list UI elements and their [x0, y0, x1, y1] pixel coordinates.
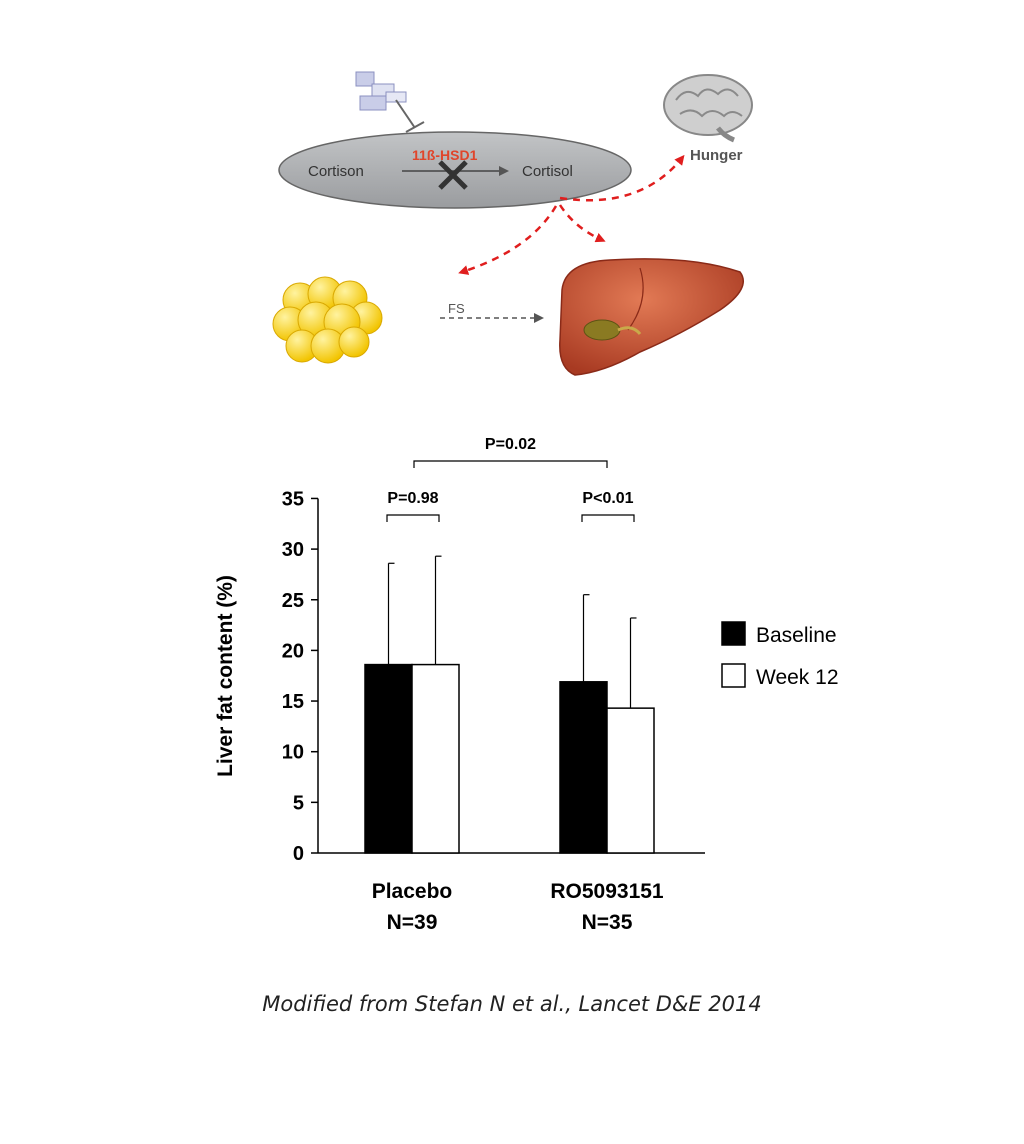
substrate-label: Cortison: [308, 163, 364, 180]
bar-baseline: [364, 663, 413, 854]
y-tick-label: 15: [282, 691, 304, 713]
y-tick-label: 5: [293, 792, 304, 814]
significance-bracket: [581, 514, 635, 522]
bar-chart: 0 5 10 15 20 25 30 35 P=0.98 P<0.01 P=0.02 Liver …: [214, 436, 839, 934]
legend-swatch: [721, 621, 746, 646]
y-tick-label: 0: [293, 843, 304, 865]
effect-arrow-liver: [558, 204, 606, 243]
p-value-label: P<0.01: [582, 490, 633, 507]
enzyme-label: 11ß-HSD1: [412, 147, 478, 163]
y-tick-label: 25: [282, 590, 304, 612]
y-tick-label: 20: [282, 640, 304, 662]
y-axis-label: Liver fat content (%): [214, 575, 237, 777]
liver-icon: [559, 258, 744, 376]
block-cross-icon: [438, 160, 468, 190]
category-label: RO5093151: [550, 880, 664, 903]
category-sublabel: N=35: [582, 911, 633, 934]
bar-week-12: [606, 707, 655, 854]
source-caption: Modified from Stefan N et al., Lancet D&…: [262, 992, 762, 1016]
fs-label: FS: [448, 301, 465, 316]
significance-bracket: [413, 460, 608, 468]
bar-baseline: [559, 681, 608, 854]
y-tick-label: 10: [282, 742, 304, 764]
error-bars: [387, 555, 637, 709]
mechanism-diagram: Cortison Cortisol 11ß-HSD1 Hunger: [272, 71, 753, 376]
effect-arrow-fat: [458, 205, 558, 275]
legend-label: Baseline: [756, 624, 837, 647]
brain-icon: [663, 74, 753, 143]
category-label: Placebo: [372, 880, 453, 903]
hunger-label: Hunger: [690, 147, 743, 164]
legend-swatch: [721, 663, 746, 688]
legend-label: Week 12: [756, 666, 839, 689]
p-value-label: P=0.02: [485, 436, 536, 453]
bar-week-12: [411, 663, 460, 854]
p-value-label: P=0.98: [387, 490, 438, 507]
y-tick-label: 30: [282, 539, 304, 561]
y-tick-label: 35: [282, 488, 304, 510]
significance-bracket: [386, 514, 440, 522]
product-label: Cortisol: [522, 163, 573, 180]
inhibitor-drug-icon: [355, 71, 425, 133]
fat-cells-icon: [272, 276, 383, 364]
significance-annotations: P=0.98 P<0.01 P=0.02: [386, 436, 635, 522]
y-axis: 0 5 10 15 20 25 30 35: [282, 488, 319, 865]
category-sublabel: N=39: [387, 911, 438, 934]
bars: [364, 663, 655, 854]
effect-arrow-hunger: [559, 154, 685, 202]
